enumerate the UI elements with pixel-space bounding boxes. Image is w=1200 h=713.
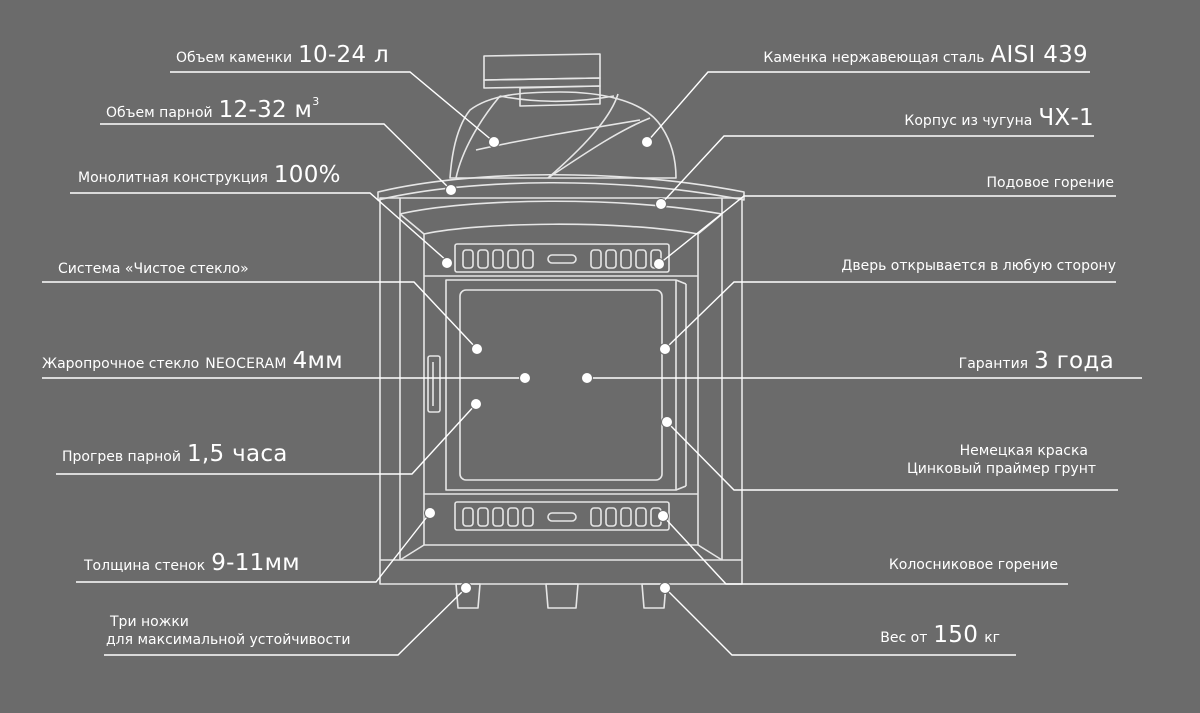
label-room-volume: Объем парной 12-32 м3 <box>106 95 320 123</box>
label-legs: Три ножки для максимальной устойчивости <box>106 614 351 648</box>
stone-box <box>449 53 677 179</box>
label-monolithic: Монолитная конструкция 100% <box>78 162 341 188</box>
label-glass: Жаропрочное стекло NEOCERAM 4мм <box>42 348 343 374</box>
label-hearth: Подовое горение <box>986 175 1114 191</box>
label-weight: Вес от 150 кг <box>880 622 1000 648</box>
label-grate: Колосниковое горение <box>888 557 1058 573</box>
door <box>427 279 687 491</box>
stove-body <box>379 197 743 585</box>
label-paint: Немецкая краска Цинковый праймер грунт <box>906 443 1096 477</box>
label-walls: Толщина стенок 9-11мм <box>84 550 300 576</box>
callout-lines <box>42 71 1142 656</box>
bottom-vent <box>454 501 670 531</box>
stove-top <box>377 173 745 201</box>
label-heating: Прогрев парной 1,5 часа <box>62 441 288 467</box>
legs <box>455 583 667 609</box>
label-clean-glass: Система «Чистое стекло» <box>58 261 249 277</box>
label-warranty: Гарантия 3 года <box>958 348 1114 374</box>
label-steel: Каменка нержавеющая сталь AISI 439 <box>763 42 1088 68</box>
label-stone-volume: Объем каменки 10-24 л <box>176 42 390 68</box>
label-cast-iron: Корпус из чугуна ЧХ-1 <box>904 105 1094 131</box>
label-door: Дверь открывается в любую сторону <box>841 258 1116 274</box>
top-vent <box>454 243 670 273</box>
callout-dots <box>424 136 673 594</box>
